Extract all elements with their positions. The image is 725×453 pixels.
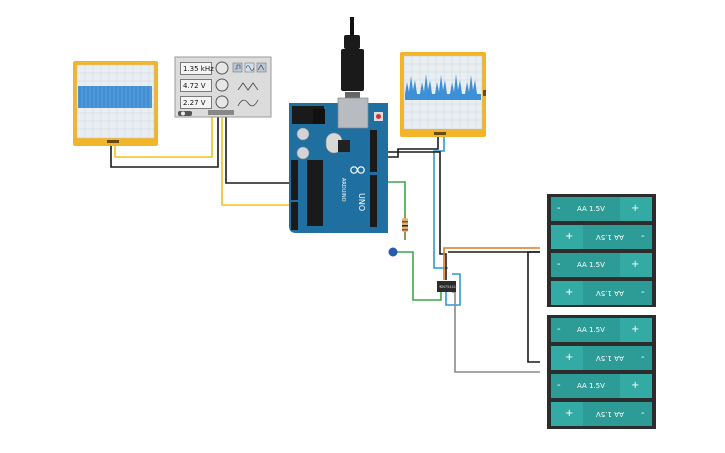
capacitor[interactable] bbox=[388, 247, 398, 257]
resistor[interactable] bbox=[402, 218, 408, 232]
wires bbox=[110, 112, 540, 373]
wave-btn-square bbox=[232, 62, 243, 73]
usb-cable bbox=[350, 17, 354, 37]
amp-knob bbox=[215, 78, 229, 92]
wire-green-arduino-chip bbox=[388, 181, 406, 240]
wire-black-fg-arduino bbox=[225, 113, 294, 184]
scope1-trace bbox=[78, 86, 152, 108]
wire-blue-loop bbox=[445, 273, 461, 306]
arduino-uno[interactable] bbox=[289, 17, 388, 233]
dc-offset-readout[interactable]: 2.27 V bbox=[180, 96, 212, 109]
amplitude-readout[interactable]: 4.72 V bbox=[180, 79, 212, 92]
wire-yellow-scope1-fg bbox=[114, 113, 213, 158]
wave-btn-triangle bbox=[256, 62, 267, 73]
wire-black-scope1-fg bbox=[110, 113, 219, 168]
freq-knob bbox=[215, 61, 229, 75]
battery-pack-1[interactable] bbox=[547, 194, 656, 307]
wire-gray-to-battery2 bbox=[452, 291, 540, 373]
h-bridge-chip[interactable] bbox=[437, 281, 456, 292]
wire-yellow-fg-arduino bbox=[221, 112, 294, 206]
wire-orange-to-battery bbox=[443, 247, 540, 280]
atmega-chip bbox=[307, 160, 323, 226]
offset-knob bbox=[215, 95, 229, 109]
battery-pack-2[interactable] bbox=[547, 315, 656, 429]
wire-black-battery-link bbox=[527, 251, 540, 363]
frequency-readout[interactable]: 1.35 kHz bbox=[180, 62, 214, 75]
wire-black-arduino-chip bbox=[368, 151, 447, 280]
oscilloscope-2[interactable] bbox=[400, 52, 486, 137]
oscilloscope-1[interactable] bbox=[73, 61, 158, 146]
wire-blue-scope2 bbox=[433, 136, 448, 269]
arduino-logo bbox=[350, 166, 365, 174]
scope2-trace bbox=[405, 74, 481, 100]
wire-green-cap-chip bbox=[395, 251, 442, 301]
